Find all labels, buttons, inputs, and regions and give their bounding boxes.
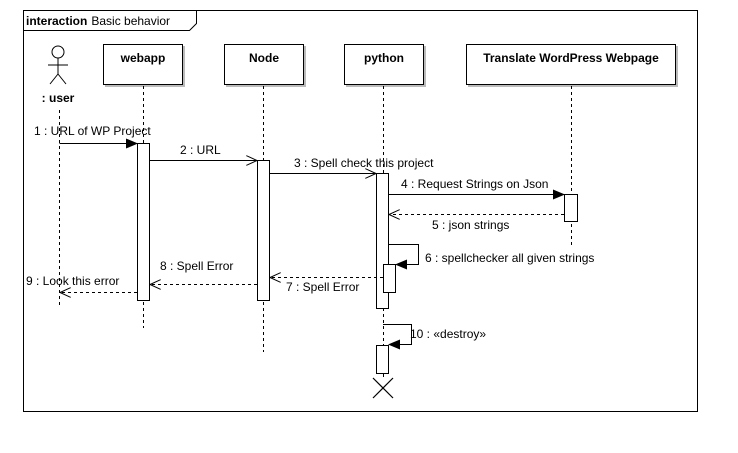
message-7-label: 7 : Spell Error (286, 280, 359, 294)
activation-python-destroy (376, 345, 389, 374)
lifeline-label-node: Node (249, 51, 279, 65)
message-4-label: 4 : Request Strings on Json (401, 177, 548, 191)
lifeline-label-translate: Translate WordPress Webpage (483, 51, 659, 65)
message-8-label: 8 : Spell Error (160, 259, 233, 273)
lifeline-head-node: Node (224, 44, 304, 85)
destroy-icon (372, 377, 394, 399)
actor-label: : user (42, 91, 75, 105)
activation-webapp (137, 143, 150, 301)
lifeline-label-python: python (364, 51, 404, 65)
activation-translate (564, 194, 578, 222)
activation-python-self (383, 264, 396, 293)
lifeline-head-translate: Translate WordPress Webpage (466, 44, 676, 85)
message-10-label: 10 : «destroy» (410, 327, 486, 341)
lifeline-head-python: python (344, 44, 424, 85)
message-5-label: 5 : json strings (432, 218, 509, 232)
message-3-label: 3 : Spell check this project (294, 156, 434, 170)
lifeline-head-webapp: webapp (103, 44, 183, 85)
message-6-label: 6 : spellchecker all given strings (425, 251, 594, 265)
message-1-label: 1 : URL of WP Project (34, 124, 151, 138)
message-6-arrow (389, 244, 419, 270)
activation-node (257, 160, 270, 301)
message-10-arrow (383, 324, 412, 350)
actor-user: : user (42, 45, 75, 105)
message-9-label: 9 : Look this error (26, 274, 119, 288)
lifeline-label-webapp: webapp (120, 51, 166, 65)
message-2-label: 2 : URL (180, 143, 221, 157)
